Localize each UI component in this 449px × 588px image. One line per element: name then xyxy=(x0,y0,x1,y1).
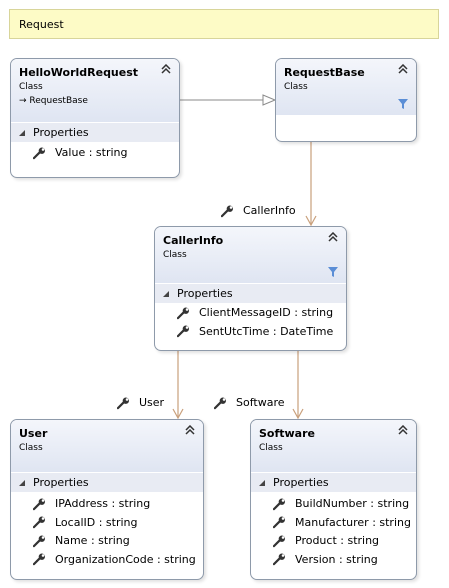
triangle-icon[interactable] xyxy=(257,478,267,488)
double-chevron-up-icon[interactable] xyxy=(328,232,338,242)
wrench-icon xyxy=(214,397,226,409)
association-arrow-software xyxy=(292,408,304,420)
double-chevron-up-icon[interactable] xyxy=(161,64,171,74)
member-text: BuildNumber : string xyxy=(295,497,410,511)
triangle-icon[interactable] xyxy=(161,289,171,299)
member-text: OrganizationCode : string xyxy=(55,552,196,566)
member-text: Value : string xyxy=(55,146,128,160)
member-text: SentUtcTime : DateTime xyxy=(199,324,334,338)
association-label-software[interactable]: Software xyxy=(214,396,285,410)
base-class-name: RequestBase xyxy=(29,96,88,106)
triangle-icon[interactable] xyxy=(17,128,27,138)
note-box[interactable]: Request xyxy=(9,9,439,39)
class-name: Software xyxy=(259,427,315,440)
properties-section-header[interactable]: Properties xyxy=(11,472,203,492)
properties-section-header[interactable]: Properties xyxy=(11,122,179,142)
property-member[interactable]: Name : string xyxy=(11,532,203,551)
property-member[interactable]: Value : string xyxy=(11,144,179,163)
association-text: User xyxy=(139,396,165,409)
double-chevron-up-icon[interactable] xyxy=(185,425,195,435)
wrench-icon xyxy=(273,535,285,548)
class-kind: Class xyxy=(259,443,283,453)
wrench-icon xyxy=(33,516,45,529)
wrench-icon xyxy=(33,498,45,511)
association-arrow-user xyxy=(172,408,184,420)
association-label-user[interactable]: User xyxy=(117,396,164,410)
property-member[interactable]: BuildNumber : string xyxy=(251,495,416,514)
class-name: CallerInfo xyxy=(163,234,224,247)
member-text: Name : string xyxy=(55,534,130,548)
member-text: ClientMessageID : string xyxy=(199,306,334,320)
property-member[interactable]: LocalID : string xyxy=(11,514,203,533)
class-header: RequestBase Class xyxy=(276,59,416,115)
filter-icon[interactable] xyxy=(328,267,338,277)
inheritance-arrowhead xyxy=(262,94,277,106)
member-text: Version : string xyxy=(295,552,378,566)
class-name: User xyxy=(19,427,48,440)
wrench-icon xyxy=(177,307,189,320)
wrench-icon xyxy=(33,147,45,160)
note-text: Request xyxy=(19,18,64,31)
member-text: IPAddress : string xyxy=(55,497,151,511)
wrench-icon xyxy=(33,553,45,566)
class-kind: Class xyxy=(19,443,43,453)
double-chevron-up-icon[interactable] xyxy=(398,64,408,74)
class-box-software[interactable]: Software Class Properties BuildNumber : … xyxy=(250,419,417,580)
base-class-line: → RequestBase xyxy=(19,96,88,106)
member-text: Product : string xyxy=(295,534,380,548)
association-arrow-callerinfo xyxy=(305,215,317,227)
class-kind: Class xyxy=(284,82,308,92)
class-box-callerinfo[interactable]: CallerInfo Class Properties ClientMessag… xyxy=(154,226,347,351)
property-member[interactable]: Version : string xyxy=(251,551,416,570)
class-name: RequestBase xyxy=(284,66,365,79)
class-header: HelloWorldRequest Class → RequestBase xyxy=(11,59,179,122)
wrench-icon xyxy=(273,553,285,566)
class-header: Software Class xyxy=(251,420,416,472)
property-member[interactable]: ClientMessageID : string xyxy=(155,304,346,323)
property-member[interactable]: Manufacturer : string xyxy=(251,514,416,533)
association-label-callerinfo[interactable]: CallerInfo xyxy=(221,204,296,218)
class-header: User Class xyxy=(11,420,203,472)
class-box-helloworldrequest[interactable]: HelloWorldRequest Class → RequestBase Pr… xyxy=(10,58,180,178)
member-text: LocalID : string xyxy=(55,515,138,529)
wrench-icon xyxy=(33,535,45,548)
wrench-icon xyxy=(221,205,233,217)
wrench-icon xyxy=(117,397,129,409)
filter-icon[interactable] xyxy=(398,99,408,109)
triangle-icon[interactable] xyxy=(17,478,27,488)
class-kind: Class xyxy=(19,82,43,92)
association-text: Software xyxy=(236,396,285,409)
class-box-requestbase[interactable]: RequestBase Class xyxy=(275,58,417,142)
section-label: Properties xyxy=(177,286,233,300)
section-label: Properties xyxy=(273,475,329,489)
wrench-icon xyxy=(273,516,285,529)
property-member[interactable]: SentUtcTime : DateTime xyxy=(155,323,346,342)
class-name: HelloWorldRequest xyxy=(19,66,139,79)
class-box-user[interactable]: User Class Properties IPAddress : string… xyxy=(10,419,204,580)
properties-section-header[interactable]: Properties xyxy=(251,472,416,492)
wrench-icon xyxy=(273,498,285,511)
property-member[interactable]: OrganizationCode : string xyxy=(11,551,203,570)
property-member[interactable]: Product : string xyxy=(251,532,416,551)
property-member[interactable]: IPAddress : string xyxy=(11,495,203,514)
class-header: CallerInfo Class xyxy=(155,227,346,283)
wrench-icon xyxy=(177,325,189,338)
class-kind: Class xyxy=(163,250,187,260)
double-chevron-up-icon[interactable] xyxy=(398,425,408,435)
section-label: Properties xyxy=(33,125,89,139)
association-text: CallerInfo xyxy=(243,204,296,217)
section-label: Properties xyxy=(33,475,89,489)
member-text: Manufacturer : string xyxy=(295,515,411,529)
properties-section-header[interactable]: Properties xyxy=(155,283,346,303)
